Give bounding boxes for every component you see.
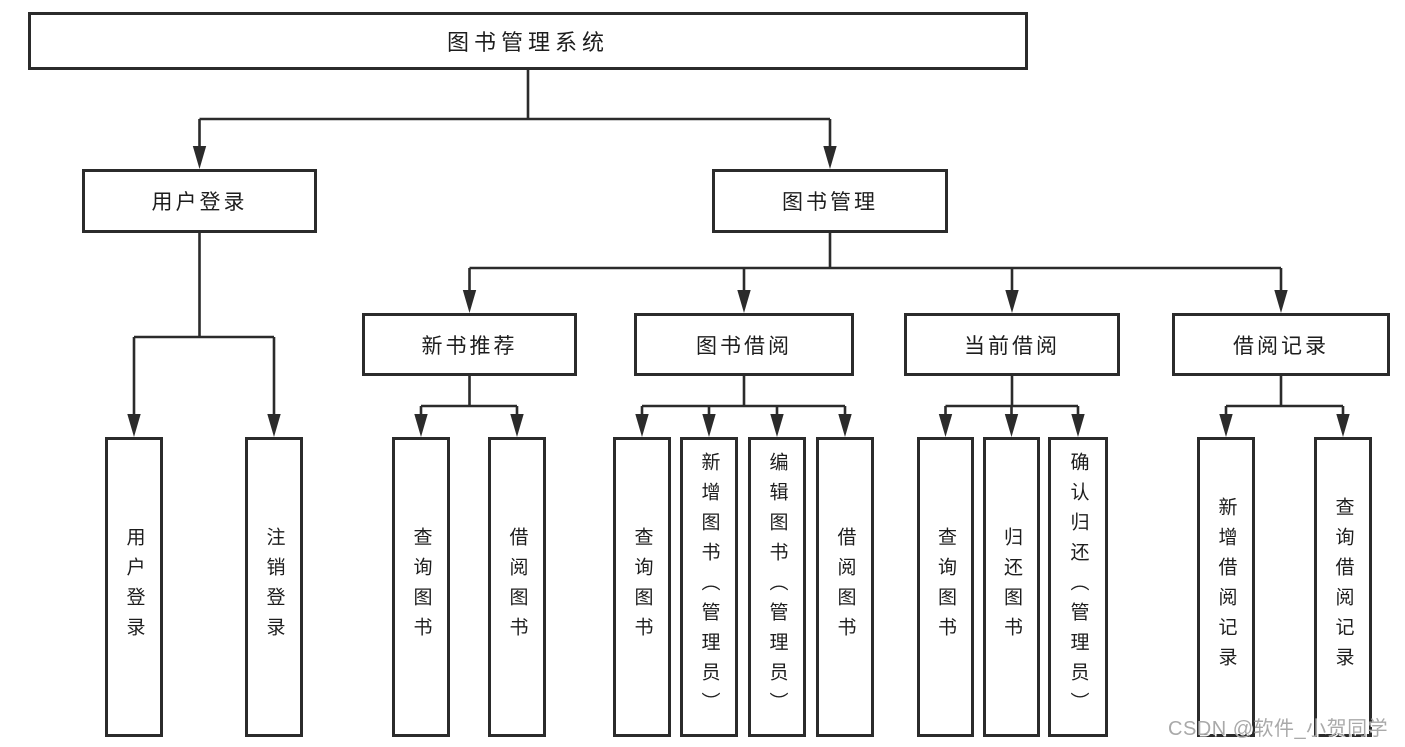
csdn-watermark: CSDN @软件_小贺同学 [1168, 718, 1389, 740]
leaf-user-login: 用户登录 [105, 437, 163, 737]
leaf-label: 新增图书（管理员） [698, 452, 720, 722]
leaf-logout: 注销登录 [245, 437, 303, 737]
arrowhead [1071, 414, 1085, 437]
connector-newbook-to-leaves [419, 376, 519, 418]
leaf-label: 借阅图书 [506, 527, 528, 647]
arrowhead [192, 146, 207, 169]
leaf-query-books-borrow: 查询图书 [613, 437, 671, 737]
connector-root-to-level2 [198, 70, 832, 150]
leaf-label: 查询图书 [935, 527, 956, 647]
leaf-borrow-books: 借阅图书 [816, 437, 874, 737]
arrowhead [1219, 414, 1233, 437]
arrowhead [938, 414, 953, 437]
connector-current-to-leaves [944, 376, 1080, 418]
leaf-add-book-admin: 新增图书（管理员） [680, 437, 738, 737]
arrowhead [635, 414, 649, 437]
arrowhead [1274, 290, 1288, 313]
arrowhead [1005, 290, 1019, 313]
arrowhead [838, 414, 852, 437]
node-user-login: 用户登录 [82, 169, 317, 233]
leaf-return-book: 归还图书 [983, 437, 1040, 737]
arrowhead [267, 414, 281, 437]
leaf-edit-book-admin: 编辑图书（管理员） [748, 437, 806, 737]
arrowhead [737, 290, 751, 313]
arrowhead [1004, 414, 1019, 437]
connector-records-to-leaves [1224, 376, 1345, 418]
leaf-label: 编辑图书（管理员） [766, 452, 788, 722]
leaf-label: 新增借阅记录 [1215, 497, 1237, 677]
arrowhead [770, 414, 784, 437]
leaf-label: 注销登录 [263, 527, 285, 647]
arrowhead [127, 414, 141, 437]
node-new-book-recommendation: 新书推荐 [362, 313, 577, 376]
leaf-query-borrow-record: 查询借阅记录 [1314, 437, 1372, 737]
arrowhead [510, 414, 524, 437]
leaf-label: 确认归还（管理员） [1067, 452, 1089, 722]
leaf-label: 借阅图书 [834, 527, 856, 647]
leaf-query-books-current: 查询图书 [917, 437, 974, 737]
leaf-label: 查询图书 [410, 527, 432, 647]
leaf-label: 用户登录 [123, 527, 145, 647]
node-book-management: 图书管理 [712, 169, 948, 233]
arrowhead [1336, 414, 1350, 437]
leaf-label: 查询图书 [631, 527, 653, 647]
node-book-borrowing: 图书借阅 [634, 313, 854, 376]
arrowhead [702, 414, 716, 437]
connector-bookmgmt-to-level3 [468, 233, 1283, 294]
leaf-query-books-recommend: 查询图书 [392, 437, 450, 737]
connector-borrow-to-leaves [640, 376, 847, 418]
leaf-label: 归还图书 [1001, 527, 1022, 647]
node-current-borrowing: 当前借阅 [904, 313, 1120, 376]
connector-userlogin-to-leaves [132, 233, 276, 418]
arrowhead [414, 414, 428, 437]
leaf-confirm-return-admin: 确认归还（管理员） [1048, 437, 1108, 737]
leaf-label: 查询借阅记录 [1332, 497, 1354, 677]
node-borrowing-records: 借阅记录 [1172, 313, 1390, 376]
arrowhead [823, 146, 837, 169]
leaf-add-borrow-record: 新增借阅记录 [1197, 437, 1255, 737]
leaf-borrow-books-recommend: 借阅图书 [488, 437, 546, 737]
arrowhead [462, 290, 477, 313]
node-library-management-system: 图书管理系统 [28, 12, 1028, 70]
